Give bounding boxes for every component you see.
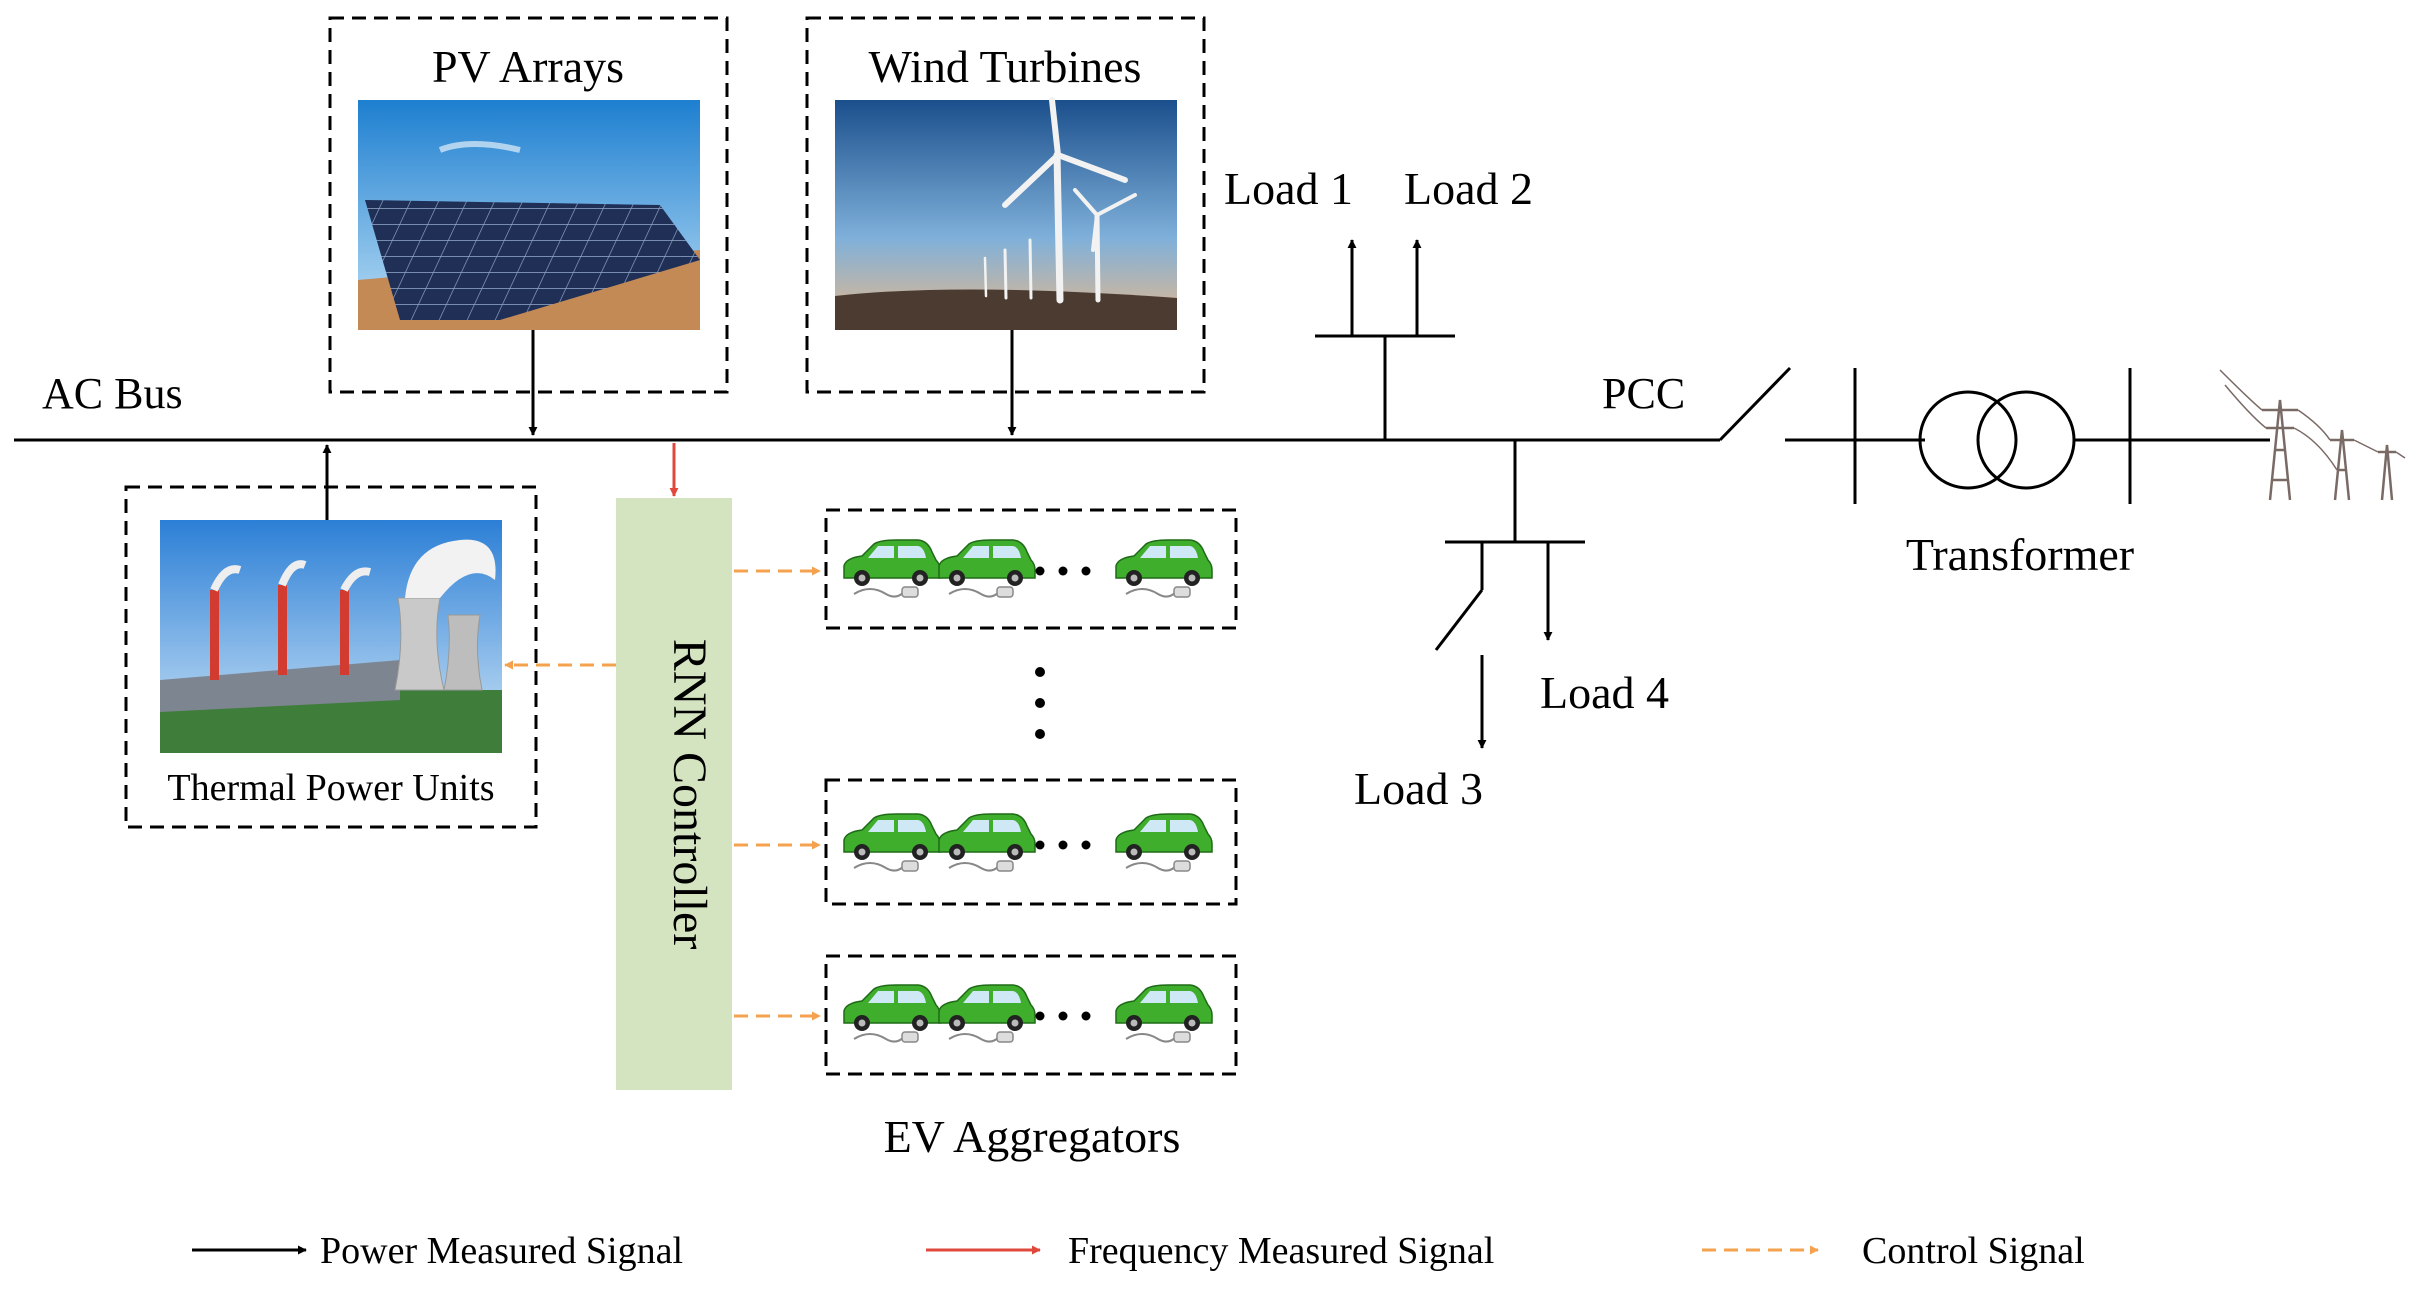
legend-control-label: Control Signal: [1862, 1230, 2085, 1272]
wind-turbines-label: Wind Turbines: [869, 41, 1142, 92]
wind-turbine-image: [835, 97, 1177, 330]
thermal-power-block: Thermal Power Units: [124, 485, 538, 829]
transformer-symbol: [1785, 368, 2270, 504]
pv-arrays-block: PV Arrays: [328, 16, 729, 394]
pv-arrays-label: PV Arrays: [432, 41, 624, 92]
ev-aggregator-3: [824, 954, 1238, 1076]
thermal-power-label: Thermal Power Units: [167, 767, 494, 809]
rnn-controller-label: RNN Controller: [663, 639, 716, 950]
pcc-switch: [1718, 366, 1792, 442]
ac-bus-label: AC Bus: [42, 369, 183, 418]
ev-aggregator-1: [824, 508, 1238, 630]
load-1-label: Load 1: [1224, 163, 1353, 214]
load-4-label: Load 4: [1540, 667, 1669, 718]
thermal-plant-image: [160, 520, 502, 753]
transformer-label: Transformer: [1906, 529, 2134, 580]
rnn-controller: RNN Controller: [616, 498, 732, 1090]
ev-aggregator-ellipsis: [1035, 667, 1045, 739]
pcc-label: PCC: [1602, 369, 1685, 418]
load-3-label: Load 3: [1354, 763, 1483, 814]
load-2-label: Load 2: [1404, 163, 1533, 214]
legend-frequency-label: Frequency Measured Signal: [1068, 1230, 1494, 1272]
pv-panel-image: [358, 100, 700, 330]
wind-turbines-block: Wind Turbines: [805, 16, 1206, 394]
ev-aggregators-label: EV Aggregators: [884, 1111, 1181, 1162]
ev-aggregator-2: [824, 778, 1238, 906]
load-3-4-feeder: [1434, 440, 1585, 749]
legend-power-label: Power Measured Signal: [320, 1230, 683, 1272]
transmission-tower-icon: [2219, 369, 2406, 501]
load-1-2-feeder: [1315, 239, 1455, 440]
legend: Power Measured Signal Frequency Measured…: [192, 1230, 2085, 1272]
